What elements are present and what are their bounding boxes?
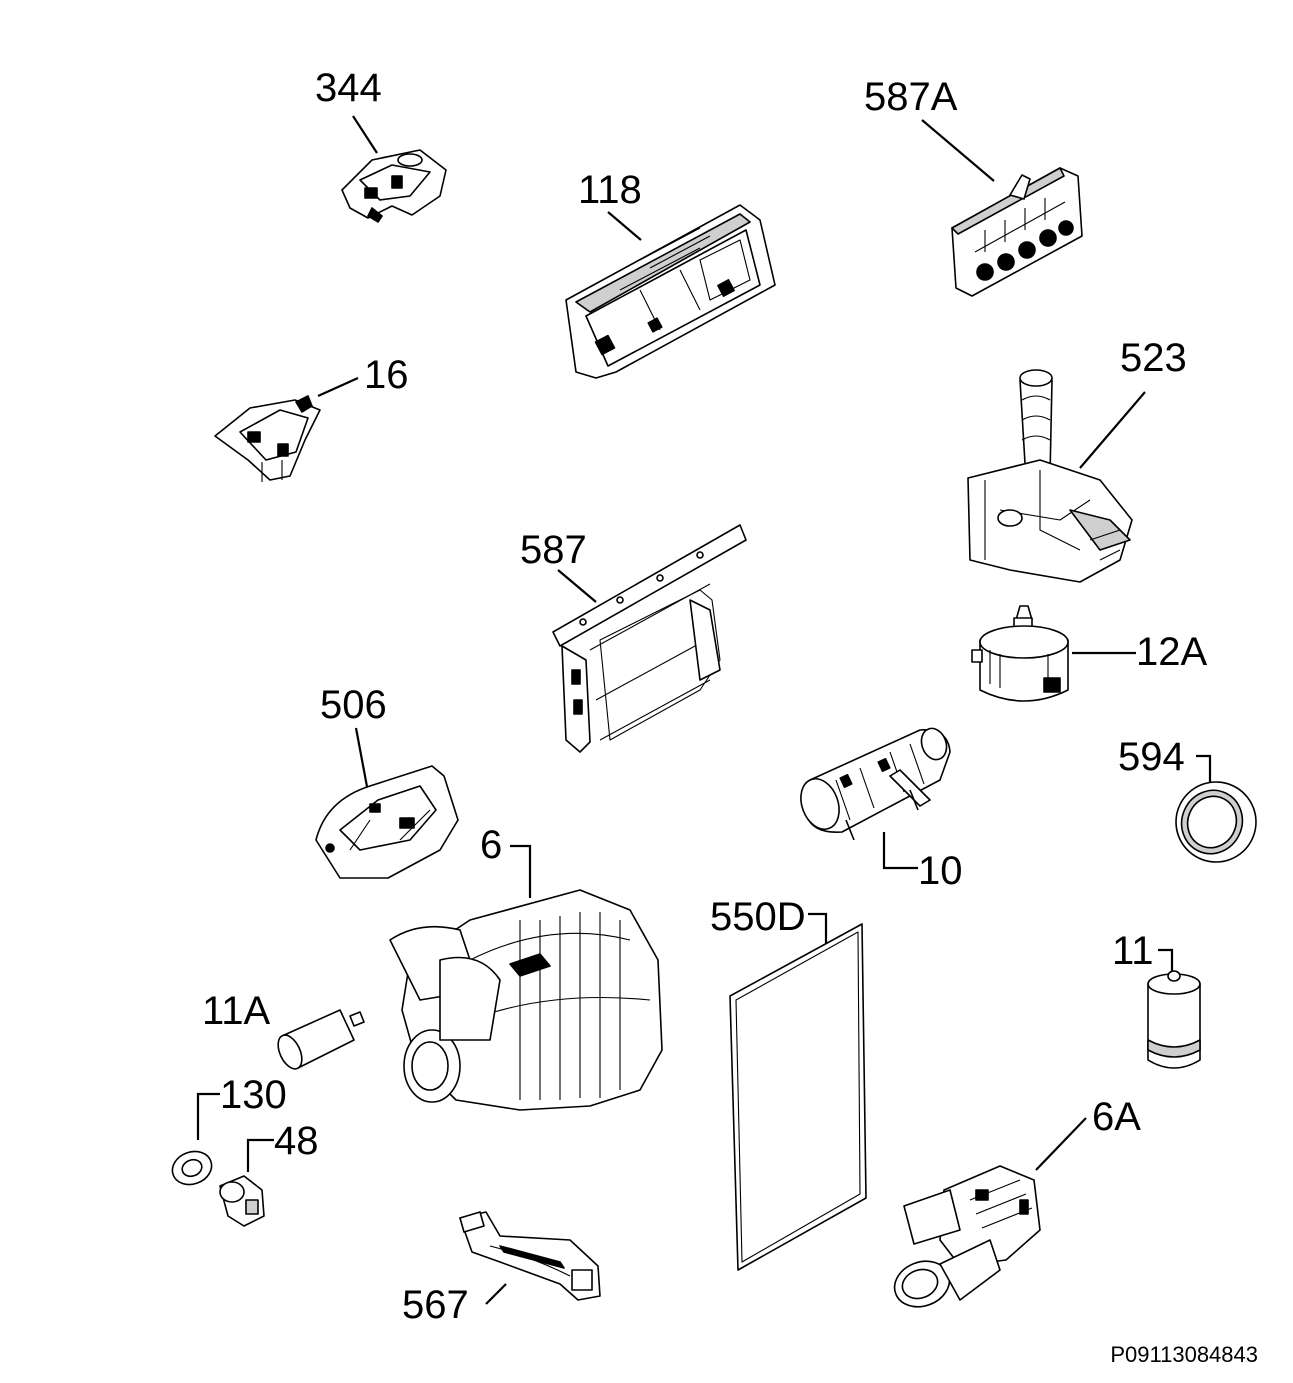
part-6A-callout: 6A (1035, 1095, 1141, 1171)
part-6A-drawing (893, 1165, 1041, 1308)
part-587A-callout: 587A (864, 75, 995, 182)
label-594: 594 (1118, 735, 1185, 779)
label-11: 11 (1112, 929, 1154, 973)
part-6-callout: 6 (480, 823, 532, 898)
part-12A-drawing (971, 605, 1069, 702)
label-550D: 550D (710, 895, 806, 939)
drawing-reference-code: P09113084843 (1110, 1342, 1258, 1367)
part-567-drawing (459, 1211, 601, 1301)
label-6: 6 (480, 823, 502, 867)
part-10-drawing (800, 727, 951, 841)
label-6A: 6A (1092, 1095, 1141, 1139)
label-344: 344 (315, 66, 382, 110)
part-118-callout: 118 (578, 168, 642, 241)
part-16-callout: 16 (317, 353, 409, 398)
part-587-drawing (552, 524, 747, 753)
part-10-callout: 10 (882, 832, 963, 893)
label-10: 10 (918, 849, 963, 893)
part-11A-drawing (277, 1009, 365, 1070)
part-594-drawing (1175, 781, 1257, 863)
part-506-callout: 506 (320, 683, 387, 793)
part-523-drawing (967, 369, 1133, 583)
label-12A: 12A (1136, 630, 1207, 674)
part-16-drawing (214, 395, 321, 482)
label-523: 523 (1120, 336, 1187, 380)
label-118: 118 (578, 168, 642, 212)
part-523-callout: 523 (1079, 336, 1187, 469)
label-506: 506 (320, 683, 387, 727)
part-344-callout: 344 (315, 66, 382, 154)
part-11-drawing (1147, 970, 1201, 1069)
part-12A-callout: 12A (1072, 630, 1207, 674)
part-567-callout: 567 (402, 1283, 507, 1327)
part-130-callout: 130 (196, 1073, 287, 1140)
part-594-callout: 594 (1118, 735, 1212, 782)
part-587A-drawing (951, 167, 1083, 297)
label-48: 48 (274, 1119, 319, 1163)
part-48-callout: 48 (246, 1119, 319, 1172)
part-48-drawing (219, 1175, 265, 1227)
part-506-drawing (315, 765, 459, 879)
part-587-callout: 587 (520, 528, 597, 603)
part-6-drawing (389, 889, 663, 1111)
label-16: 16 (364, 353, 409, 397)
label-11A: 11A (202, 989, 271, 1033)
part-130-drawing (171, 1150, 213, 1186)
label-587A: 587A (864, 75, 958, 119)
label-587: 587 (520, 528, 587, 572)
part-11A-callout: 11A (202, 989, 271, 1033)
part-550D-drawing (729, 923, 867, 1271)
part-344-drawing (341, 149, 447, 223)
label-130: 130 (220, 1073, 287, 1117)
part-550D-callout: 550D (710, 895, 828, 946)
part-11-callout: 11 (1112, 929, 1174, 973)
part-118-drawing (565, 204, 776, 379)
label-567: 567 (402, 1283, 469, 1327)
